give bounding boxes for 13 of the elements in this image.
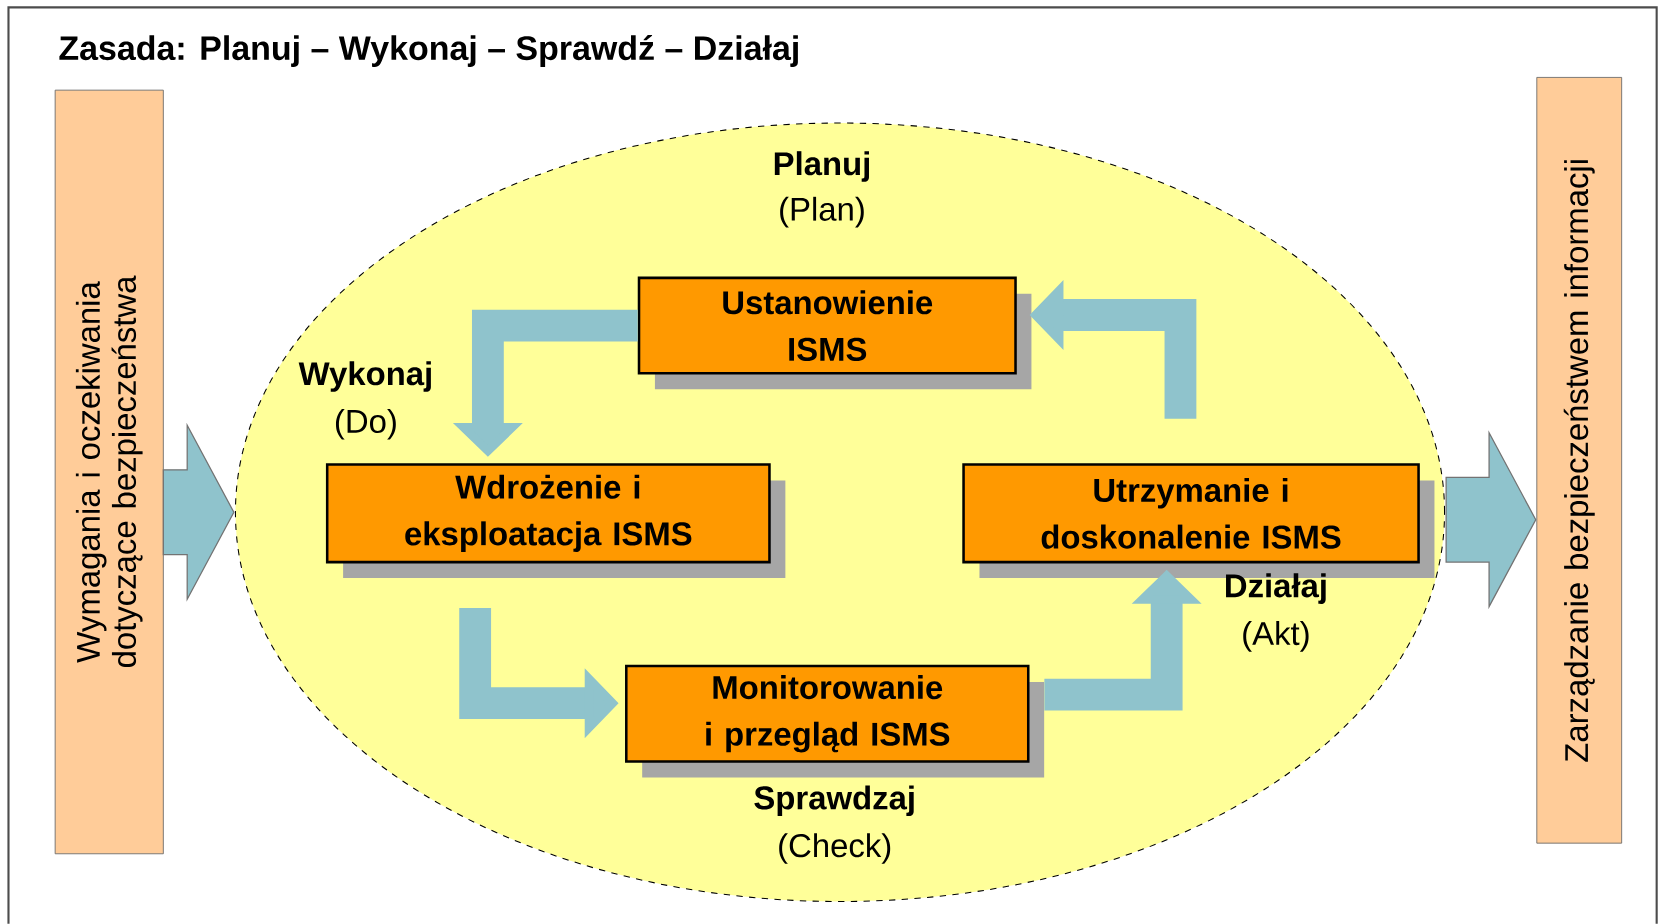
phase-label: (Check) xyxy=(779,833,891,864)
process-box: Ustanowienie ISMS xyxy=(637,276,1032,390)
side-banner: Wymagania i oczekiwania dotyczące bezpieczeństwa xyxy=(54,89,164,855)
title: Zasada: Planuj – Wykonaj – Sprawdź – Działaj xyxy=(59,35,798,67)
process-box: Monitorowanie i przegląd ISMS xyxy=(625,664,1045,778)
phase-label: (Akt) xyxy=(1243,621,1309,652)
side-banner: Zarządzanie bezpieczeństwem informacji xyxy=(1536,77,1623,844)
phase-label: Wykonaj xyxy=(298,361,431,392)
phase-label: (Plan) xyxy=(780,196,864,228)
block-arrow xyxy=(1445,430,1537,610)
phase-label: Planuj xyxy=(774,151,869,182)
block-arrow xyxy=(162,422,235,602)
process-box: Wdrożenie i eksploatacja ISMS xyxy=(325,463,786,579)
